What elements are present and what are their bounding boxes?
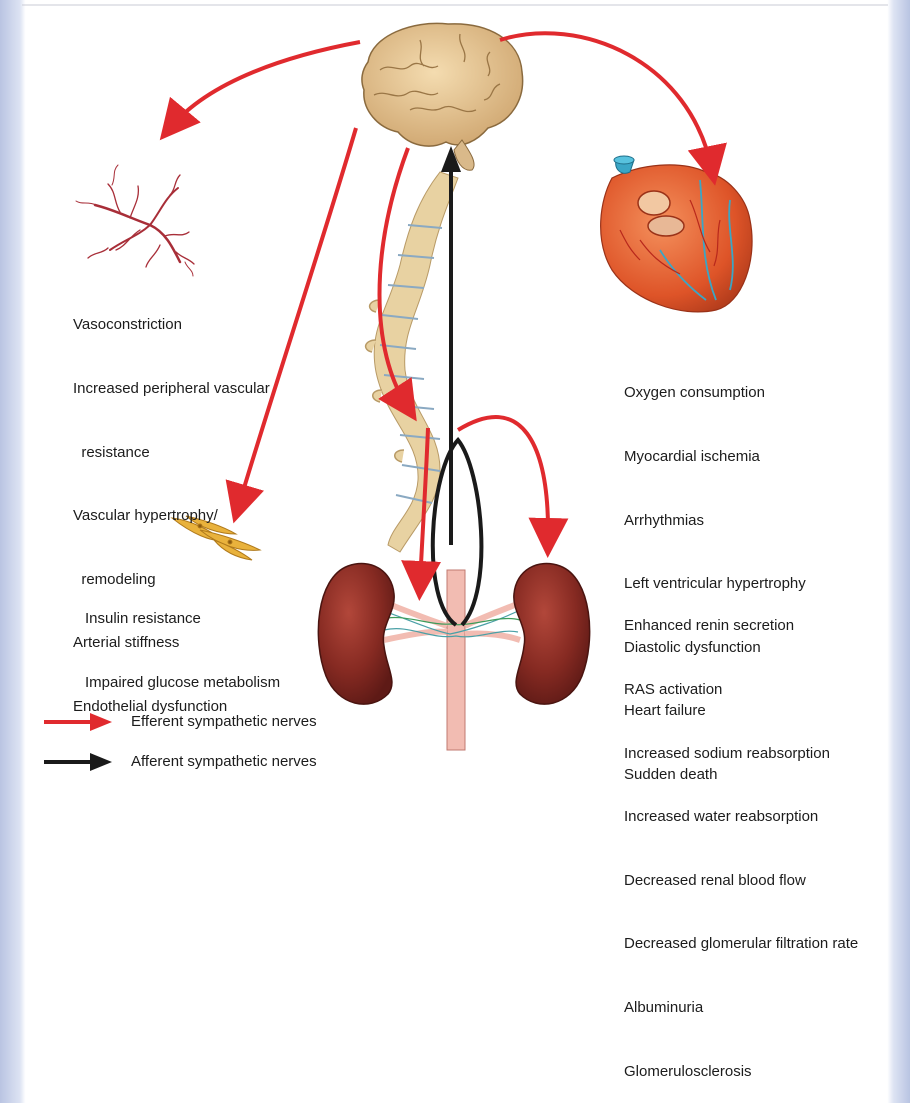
renal-effect: Enhanced renin secretion bbox=[624, 615, 858, 636]
renal-effect: Decreased renal blood flow bbox=[624, 870, 858, 891]
blood-vessels-illustration bbox=[76, 165, 194, 276]
arrow-to-heart bbox=[500, 33, 712, 170]
renal-effects-list: Enhanced renin secretion RAS activation … bbox=[624, 573, 858, 1103]
metabolic-effects-list: Insulin resistance Impaired glucose meta… bbox=[85, 566, 280, 714]
vascular-effect: resistance bbox=[73, 442, 270, 463]
renal-effect: Decreased glomerular filtration rate bbox=[624, 933, 858, 954]
vascular-effect: Vasoconstriction bbox=[73, 314, 270, 335]
afferent-legend-icon bbox=[90, 753, 112, 771]
arrow-to-right-kidney bbox=[458, 417, 548, 542]
metabolic-effect: Insulin resistance bbox=[85, 608, 280, 629]
renal-effect: Increased water reabsorption bbox=[624, 806, 858, 827]
cardiac-effect: Oxygen consumption bbox=[624, 382, 806, 403]
efferent-legend-label: Efferent sympathetic nerves bbox=[131, 713, 317, 730]
heart-illustration bbox=[601, 156, 752, 312]
spine-illustration bbox=[366, 172, 458, 552]
brain-illustration bbox=[362, 23, 523, 170]
afferent-legend-label: Afferent sympathetic nerves bbox=[131, 753, 317, 770]
vascular-effect: Increased peripheral vascular bbox=[73, 378, 270, 399]
arrow-to-vessels bbox=[170, 42, 360, 128]
renal-effect: Glomerulosclerosis bbox=[624, 1061, 858, 1082]
cardiac-effect: Arrhythmias bbox=[624, 510, 806, 531]
renal-effect: Albuminuria bbox=[624, 997, 858, 1018]
vascular-effect: Vascular hypertrophy/ bbox=[73, 505, 270, 526]
kidneys-illustration bbox=[318, 564, 589, 750]
renal-effect: Increased sodium reabsorption bbox=[624, 743, 858, 764]
cardiac-effect: Myocardial ischemia bbox=[624, 446, 806, 467]
renal-effect: RAS activation bbox=[624, 679, 858, 700]
metabolic-effect: Impaired glucose metabolism bbox=[85, 672, 280, 693]
